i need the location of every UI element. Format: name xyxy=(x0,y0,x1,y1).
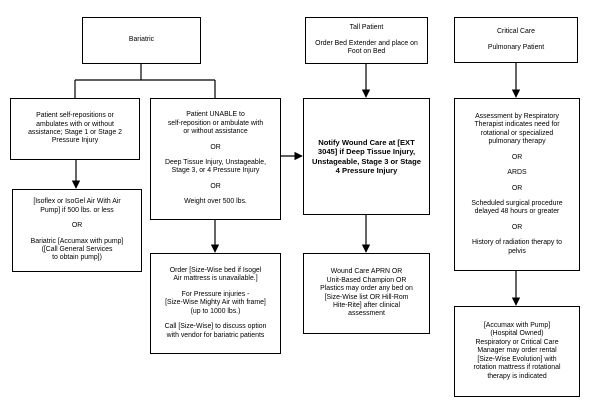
size-wise-order-text-line: Call [Size-Wise] to discuss option xyxy=(164,323,267,331)
respiratory-assessment-text-line: pulmonary therapy xyxy=(488,138,546,146)
isoflex-text-line: to obtain pump]) xyxy=(52,254,102,262)
unable-reposition-text-line: OR xyxy=(210,143,221,151)
size-wise-order-text-line: [Size-Wise Mighty Air with frame] xyxy=(165,299,266,307)
notify-wound-text-line: 4 Pressure Injury xyxy=(335,165,398,175)
respiratory-assessment-text-line: OR xyxy=(511,184,523,192)
accumax-text-line: (Hospital Owned) xyxy=(490,330,544,338)
wound-care-apr-text-line: [Size-Wise list OR Hill-Rom xyxy=(324,293,409,301)
self-reposition-text-line: Pressure Injury xyxy=(51,137,99,145)
respiratory-assessment-text-line: Scheduled surgical procedure xyxy=(471,199,563,207)
notify-wound-text-line: Notify Wound Care at [EXT xyxy=(318,138,415,147)
unable-reposition-text-line: Weight over 500 lbs. xyxy=(184,198,247,206)
tall-patient-text-line: Foot on Bed xyxy=(347,48,386,56)
unable-reposition-text-line: self-reposition or ambulate with xyxy=(167,119,264,127)
size-wise-order-text-line: For Pressure injuries - xyxy=(181,290,250,298)
isoflex-text-line: [Isoflex or IsoGel Air With Air xyxy=(33,198,121,206)
tall-patient-text-line: Tall Patient xyxy=(349,24,384,32)
accumax-text-line: [Accumax with Pump] xyxy=(483,322,551,330)
critical-care-text-line: Pulmonary Patient xyxy=(487,43,545,51)
accumax-text-line: Respiratory or Critical Care xyxy=(475,338,559,346)
isoflex-text-line: ([Call General Services xyxy=(41,245,113,253)
respiratory-assessment-text-line: Therapist indicates need for xyxy=(474,121,560,129)
critical-care-text-line: Critical Care xyxy=(497,28,535,36)
wound-care-apr-text-line: Unit-Based Champion OR xyxy=(326,276,407,284)
respiratory-assessment-text-line: delayed 48 hours or greater xyxy=(474,208,560,216)
size-wise-order-text-line: Order [Size-Wise bed if Isogel xyxy=(169,267,262,275)
bariatric-node: Bariatric xyxy=(82,17,201,64)
unable-reposition-text-line: Patient UNABLE to xyxy=(186,111,245,119)
accumax-text-line: therapy is indicated xyxy=(487,372,547,380)
accumax-text-line: rotation mattress if rotational xyxy=(473,364,561,372)
isoflex-text-line: Pump] if 500 lbs. or less xyxy=(40,206,114,214)
bariatric-branch-connector xyxy=(74,64,216,98)
unable-reposition-text-line: or without assistance xyxy=(183,128,248,136)
respiratory-assessment-text-line: ARDS xyxy=(507,169,527,177)
notify-wound-text-line: 3045] if Deep Tissue Injury, xyxy=(317,147,416,157)
notify-wound-text-line: Unstageable, Stage 3 or Stage xyxy=(312,156,421,166)
tall-patient-text-line: Order Bed Extender and place on xyxy=(315,39,418,47)
isoflex-text-line: OR xyxy=(71,222,83,230)
unable-reposition-text-line: OR xyxy=(210,182,221,190)
wound-care-apr-text-line: Plastics may order any bed on xyxy=(320,285,413,293)
accumax-node: [Accumax with Pump](Hospital Owned)Respi… xyxy=(454,306,580,397)
respiratory-assessment-text-line: OR xyxy=(511,223,523,231)
size-wise-order-text-line: with vendor for bariatric patients xyxy=(166,331,265,339)
wound-care-apr-text-line: Hite-Rite] after clinical xyxy=(332,301,400,309)
self-reposition-text-line: Patient self-repositions or xyxy=(36,112,114,120)
isoflex-text-line: Bariatric [Accumax with pump] xyxy=(30,237,124,245)
respiratory-assessment-text-line: OR xyxy=(511,153,523,161)
size-wise-order-text-line: Air mattress is unavailable.] xyxy=(173,275,258,283)
accumax-text-line: [Size-Wise Evolution] with xyxy=(477,355,557,363)
respiratory-assessment-text-line: History of radiation therapy to xyxy=(471,239,562,247)
size-wise-order-text-line: (up to 1000 lbs.) xyxy=(190,307,241,315)
respiratory-assessment-text-line: pelvis xyxy=(508,247,526,255)
accumax-text-line: Manager may order rental xyxy=(477,347,557,355)
wound-care-apr-text-line: Wound Care APRN OR xyxy=(330,268,403,276)
wound-care-apr-text-line: assessment xyxy=(348,310,385,318)
respiratory-assessment-text-line: Assessment by Respiratory xyxy=(475,112,559,120)
self-reposition-text-line: assistance; Stage 1 or Stage 2 xyxy=(28,129,122,136)
unable-reposition-text-line: Deep Tissue Injury, Unstageable, xyxy=(165,159,266,166)
bariatric-text-line: Bariatric xyxy=(128,36,155,44)
self-reposition-text-line: ambulates with or without xyxy=(36,120,114,128)
respiratory-assessment-text-line: rotational or specialized xyxy=(480,129,554,137)
unable-reposition-text-line: Stage 3, or 4 Pressure Injury xyxy=(171,167,260,175)
